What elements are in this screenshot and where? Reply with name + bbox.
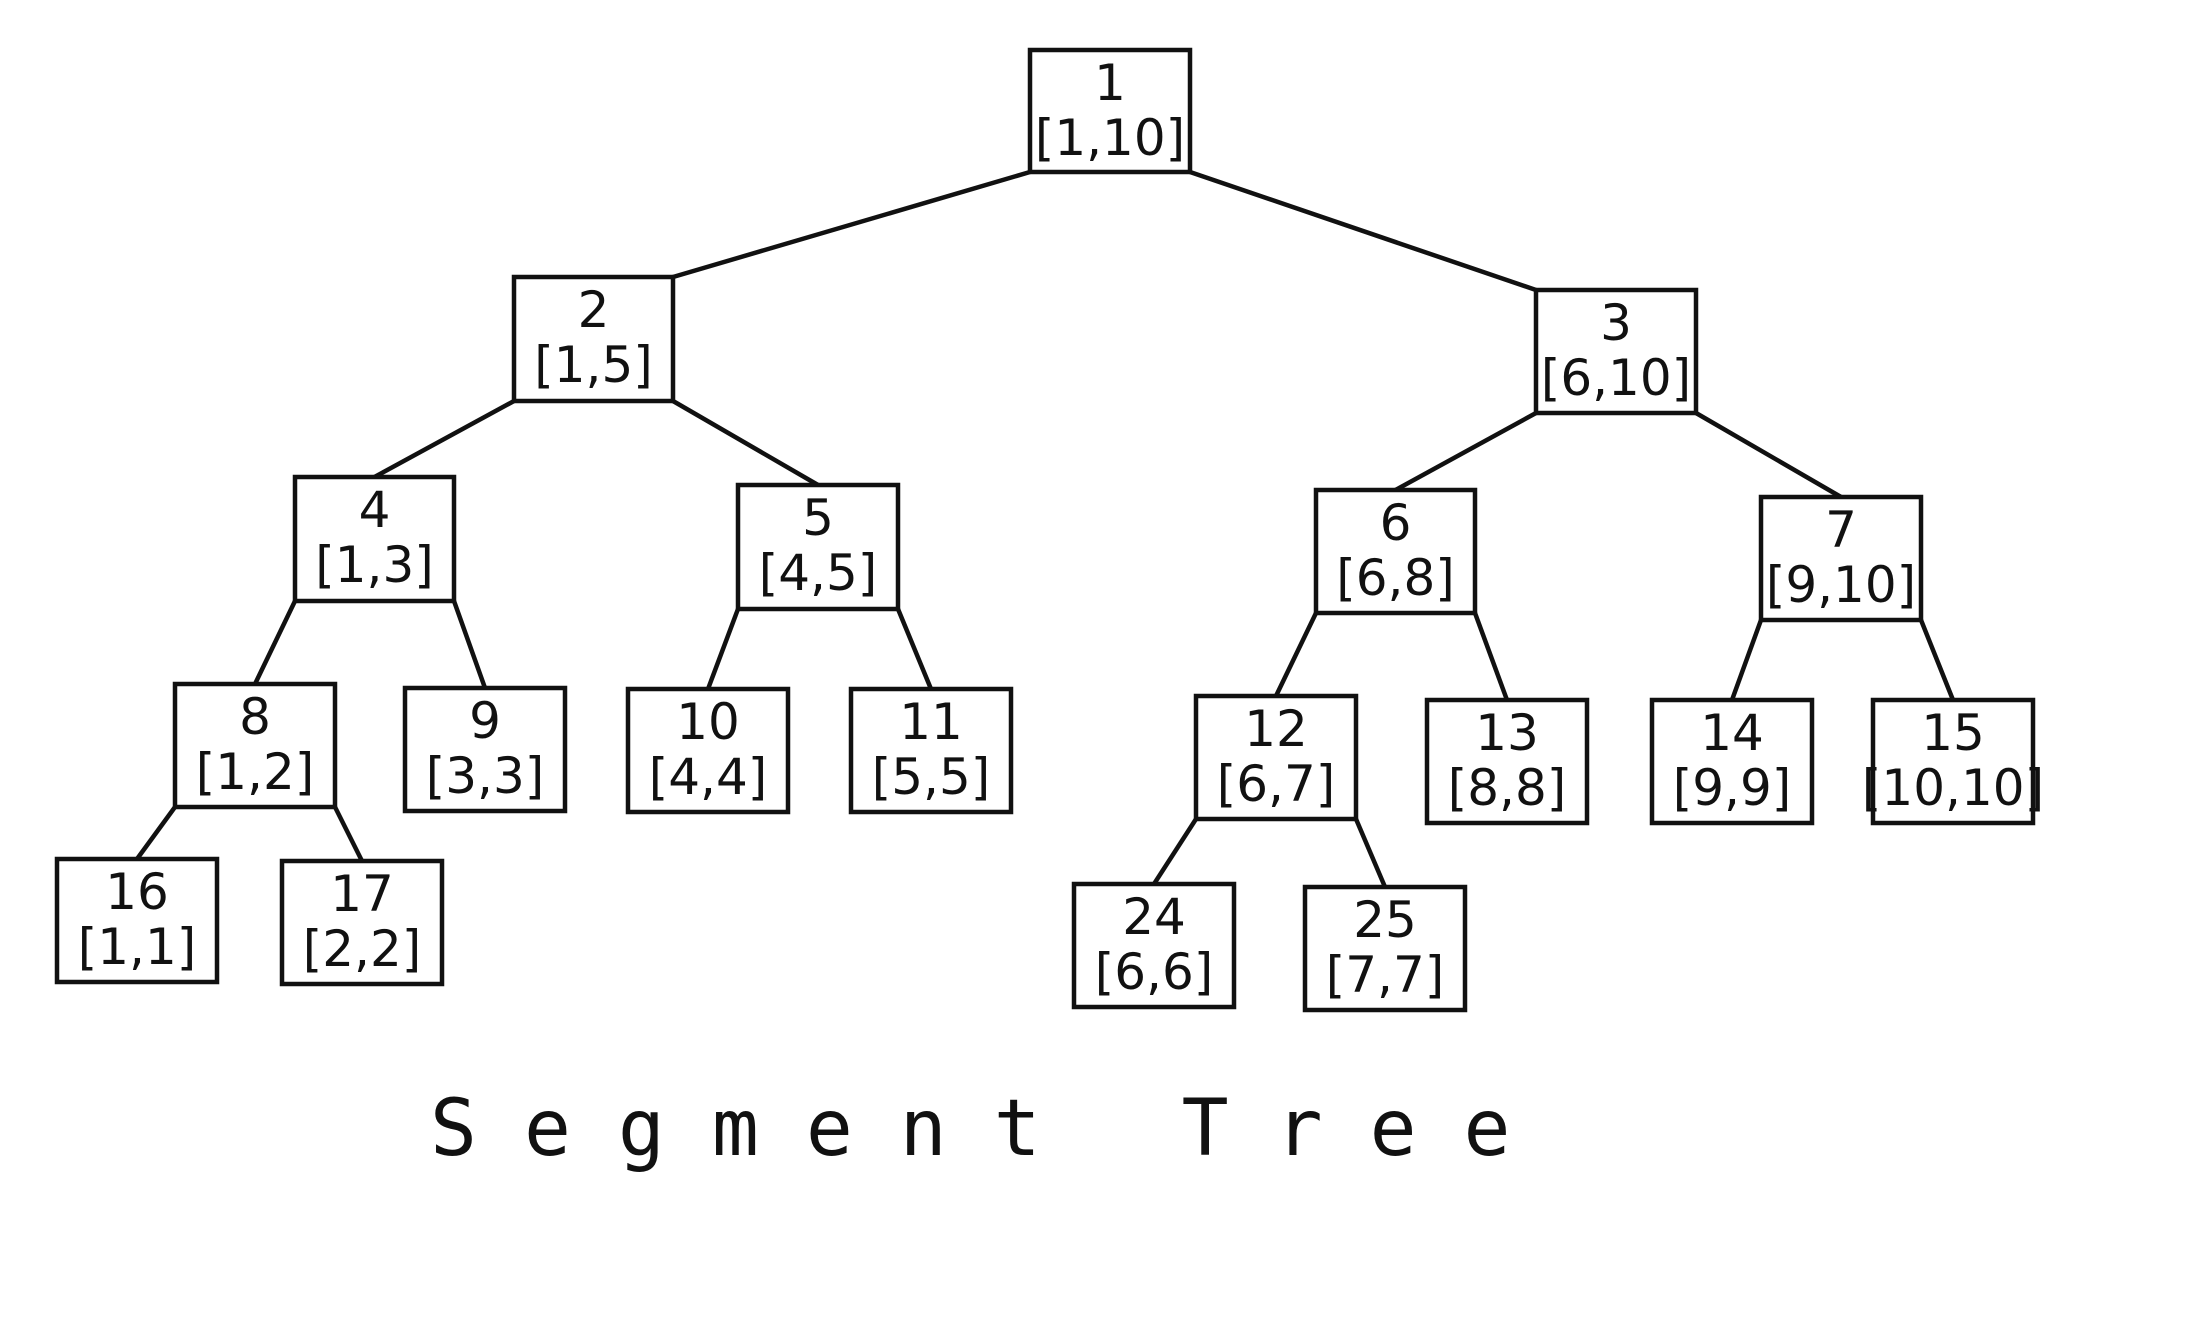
node-range: [4,4] <box>649 748 768 806</box>
node-id: 14 <box>1700 704 1764 762</box>
node-id: 7 <box>1825 501 1857 559</box>
tree-node-24: 24[6,6] <box>1071 881 1237 1010</box>
tree-node-12: 12[6,7] <box>1193 693 1359 822</box>
node-box <box>735 482 901 612</box>
node-box <box>279 858 445 987</box>
edge-4-8 <box>252 600 298 685</box>
node-range: [10,10] <box>1862 759 2044 817</box>
node-id: 11 <box>899 693 963 751</box>
node-id: 4 <box>359 481 391 539</box>
node-id: 3 <box>1600 294 1632 352</box>
node-box <box>402 685 568 814</box>
node-box <box>1533 287 1699 416</box>
edge-2-4 <box>373 399 516 479</box>
tree-node-4: 4[1,3] <box>292 474 457 604</box>
node-range: [9,10] <box>1766 556 1916 614</box>
node-range: [5,5] <box>872 748 991 806</box>
edge-12-25 <box>1353 818 1388 888</box>
tree-node-13: 13[8,8] <box>1424 697 1590 826</box>
node-id: 9 <box>469 692 501 750</box>
edge-8-17 <box>332 805 365 863</box>
tree-node-3: 3[6,10] <box>1533 287 1699 416</box>
tree-node-9: 9[3,3] <box>402 685 568 814</box>
node-range: [6,8] <box>1336 549 1455 607</box>
node-box <box>1027 47 1193 175</box>
tree-node-11: 11[5,5] <box>848 686 1014 815</box>
edges-layer <box>135 169 1956 888</box>
node-box <box>625 686 791 815</box>
edge-7-14 <box>1729 619 1764 701</box>
node-box <box>1424 697 1590 826</box>
node-range: [4,5] <box>759 544 878 602</box>
node-id: 24 <box>1122 888 1186 946</box>
edge-7-15 <box>1918 619 1956 701</box>
edge-1-3 <box>1189 169 1537 293</box>
tree-node-16: 16[1,1] <box>54 856 220 985</box>
tree-node-1: 1[1,10] <box>1027 47 1193 175</box>
node-range: [2,2] <box>303 920 422 978</box>
tree-node-7: 7[9,10] <box>1758 494 1924 623</box>
node-box <box>292 474 457 604</box>
node-box <box>1758 494 1924 623</box>
node-range: [9,9] <box>1673 759 1792 817</box>
tree-node-2: 2[1,5] <box>511 274 676 404</box>
node-range: [1,3] <box>315 536 434 594</box>
diagram-caption: Segment Tree <box>430 1084 1558 1174</box>
edge-3-6 <box>1394 411 1538 492</box>
node-id: 17 <box>330 865 394 923</box>
edge-1-2 <box>672 169 1031 280</box>
node-id: 1 <box>1094 54 1126 112</box>
edge-5-11 <box>895 608 934 690</box>
node-range: [1,5] <box>534 336 653 394</box>
node-box <box>848 686 1014 815</box>
tree-node-15: 15[10,10] <box>1862 697 2044 826</box>
node-id: 6 <box>1380 494 1412 552</box>
node-id: 2 <box>578 281 610 339</box>
node-box <box>1193 693 1359 822</box>
edge-6-13 <box>1472 612 1510 701</box>
node-id: 16 <box>105 863 169 921</box>
tree-node-10: 10[4,4] <box>625 686 791 815</box>
tree-node-5: 5[4,5] <box>735 482 901 612</box>
node-range: [6,7] <box>1217 755 1336 813</box>
node-id: 25 <box>1353 891 1417 949</box>
node-range: [3,3] <box>426 747 545 805</box>
edge-6-12 <box>1273 612 1319 697</box>
node-id: 15 <box>1921 704 1985 762</box>
edge-12-24 <box>1152 817 1198 886</box>
nodes-layer: 1[1,10]2[1,5]3[6,10]4[1,3]5[4,5]6[6,8]7[… <box>54 47 2044 1013</box>
node-box <box>1870 697 2036 826</box>
edge-4-9 <box>451 600 488 689</box>
node-range: [8,8] <box>1448 759 1567 817</box>
tree-node-6: 6[6,8] <box>1313 487 1478 616</box>
node-box <box>1313 487 1478 616</box>
node-range: [1,1] <box>78 918 197 976</box>
node-range: [1,10] <box>1035 109 1185 167</box>
node-box <box>1071 881 1237 1010</box>
edge-3-7 <box>1694 411 1843 499</box>
edge-8-16 <box>135 805 177 861</box>
node-id: 12 <box>1244 700 1308 758</box>
node-box <box>1649 697 1815 826</box>
edge-2-5 <box>671 399 820 487</box>
node-id: 5 <box>802 489 834 547</box>
tree-node-8: 8[1,2] <box>172 681 338 810</box>
node-box <box>511 274 676 404</box>
node-id: 13 <box>1475 704 1539 762</box>
node-box <box>54 856 220 985</box>
node-range: [1,2] <box>196 743 315 801</box>
node-range: [7,7] <box>1326 946 1445 1004</box>
tree-node-17: 17[2,2] <box>279 858 445 987</box>
tree-node-25: 25[7,7] <box>1302 884 1468 1013</box>
node-box <box>172 681 338 810</box>
node-id: 10 <box>676 693 740 751</box>
node-id: 8 <box>239 688 271 746</box>
tree-node-14: 14[9,9] <box>1649 697 1815 826</box>
node-range: [6,6] <box>1095 943 1214 1001</box>
edge-5-10 <box>705 608 741 690</box>
node-box <box>1302 884 1468 1013</box>
node-range: [6,10] <box>1541 349 1691 407</box>
